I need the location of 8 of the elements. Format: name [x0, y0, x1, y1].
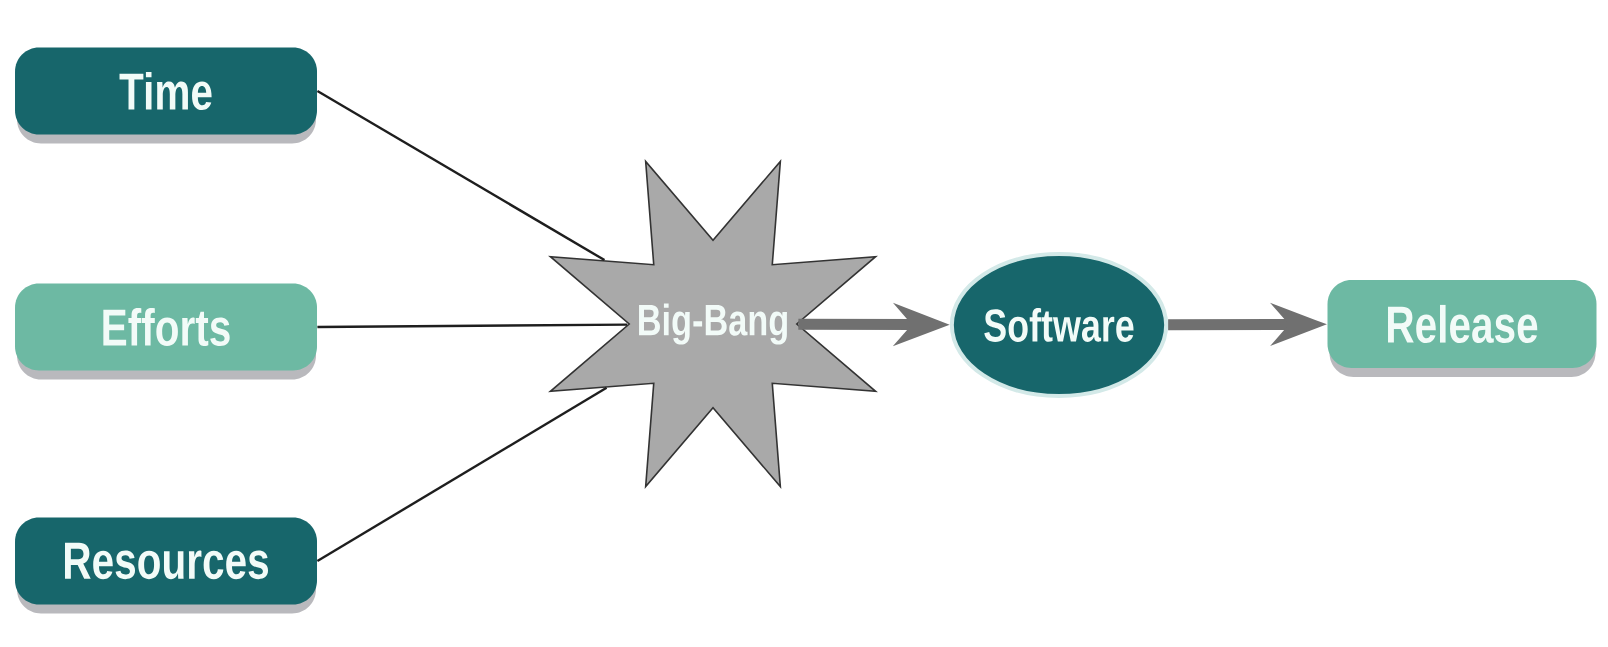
connector-line	[316, 386, 608, 562]
rounded-box: Resources	[15, 517, 317, 614]
rounded-box: Release	[1327, 280, 1597, 377]
rounded-box: Efforts	[15, 283, 317, 380]
connector-line	[317, 323, 628, 329]
starburst: Big-Bang	[548, 159, 878, 489]
connector-line	[316, 89, 606, 262]
rounded-box: Time	[15, 47, 317, 144]
